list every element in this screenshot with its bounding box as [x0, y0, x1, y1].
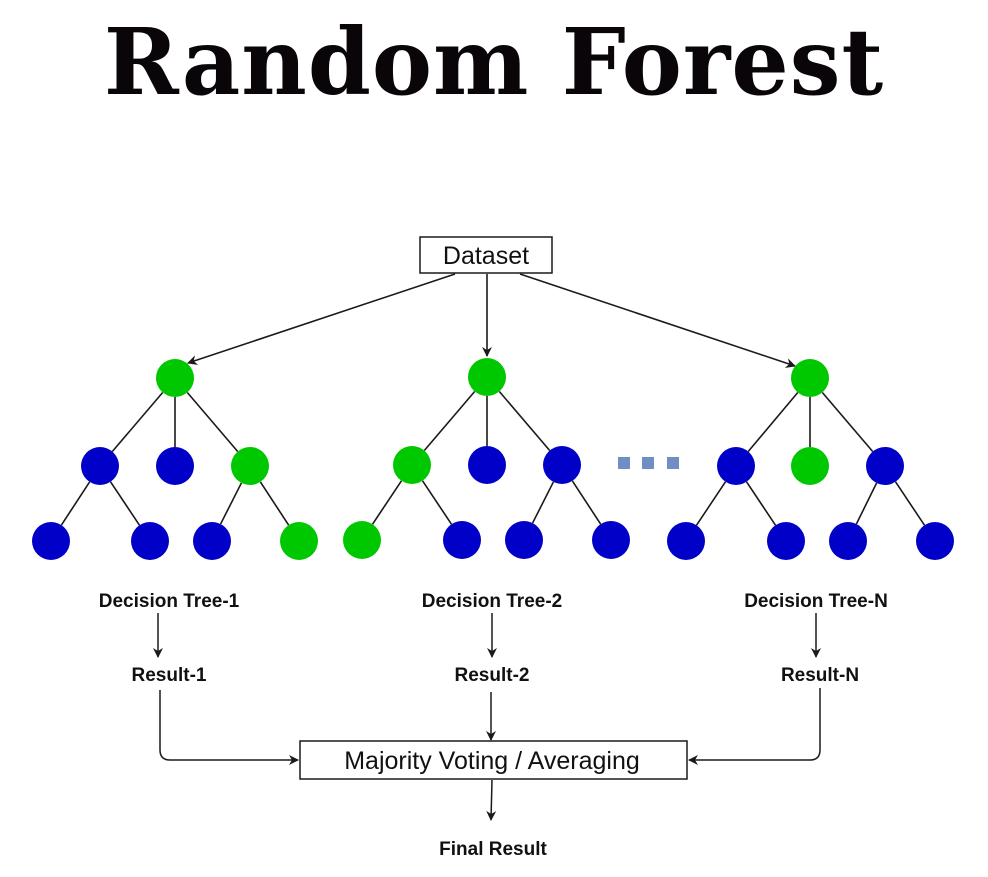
tree-2-leaf-node — [443, 521, 481, 559]
tree-3-edge — [855, 482, 878, 525]
tree-3-edge — [747, 392, 799, 452]
tree-3-leaf-node — [829, 522, 867, 560]
result-1-to-aggregator-arrow — [159, 690, 299, 765]
tree-2-edge — [421, 480, 453, 525]
trees-layer — [32, 358, 954, 560]
aggregator-to-final-arrow — [486, 779, 497, 821]
tree-1-label: Decision Tree-1 — [99, 591, 240, 612]
tree-2-root-node — [468, 358, 506, 396]
tree-3-edge — [695, 481, 727, 526]
tree-2-level2-node — [393, 446, 431, 484]
tree-1-edge — [60, 481, 91, 526]
result-n-to-aggregator-arrow — [688, 688, 821, 765]
tree-2-edge — [531, 481, 555, 524]
tree-1-leaf-node — [193, 522, 231, 560]
result-2-label: Result-2 — [455, 665, 530, 686]
tree-2-edge — [371, 480, 403, 525]
tree-3-leaf-node — [767, 522, 805, 560]
tree-2-leaf-node — [505, 521, 543, 559]
aggregator-box: Majority Voting / Averaging — [299, 740, 688, 780]
aggregator-label: Majority Voting / Averaging — [344, 747, 640, 775]
dataset-to-tree-n-arrow — [519, 273, 796, 368]
tree-n-label: Decision Tree-N — [744, 591, 888, 612]
tree-3-edge — [821, 391, 874, 453]
tree-2-edge — [498, 390, 551, 452]
tree-3-level2-node — [791, 447, 829, 485]
tree-3-leaf-node — [916, 522, 954, 560]
ellipsis-icon — [618, 457, 679, 469]
tree-1-level2-node — [231, 447, 269, 485]
tree-2-edge — [423, 390, 476, 452]
tree-3-edge — [745, 481, 777, 526]
tree-1-level2-node — [156, 447, 194, 485]
tree-3-root-node — [791, 359, 829, 397]
tree-3-edge — [894, 481, 926, 526]
tree-1-edge — [111, 391, 164, 453]
tree-1-edge — [259, 481, 290, 526]
tree-2-level2-node — [468, 446, 506, 484]
final-result-label: Final Result — [439, 839, 547, 860]
tree-1-level2-node — [81, 447, 119, 485]
tree-1-leaf-node — [32, 522, 70, 560]
tree-3-leaf-node — [667, 522, 705, 560]
tree-1-root-node — [156, 359, 194, 397]
tree-2-level2-node — [543, 446, 581, 484]
tree-3-level2-node — [717, 447, 755, 485]
ellipsis-square — [618, 457, 630, 469]
diagram-title: Random Forest — [103, 8, 885, 116]
tree-1-edge — [109, 481, 141, 526]
tree-1-leaf-node — [131, 522, 169, 560]
tree-2-leaf-node — [343, 521, 381, 559]
tree-2-leaf-node — [592, 521, 630, 559]
result-1-label: Result-1 — [132, 665, 207, 686]
tree-3-level2-node — [866, 447, 904, 485]
tree-1-edge — [219, 482, 243, 525]
ellipsis-square — [667, 457, 679, 469]
tree-1-leaf-node — [280, 522, 318, 560]
result-n-label: Result-N — [781, 665, 859, 686]
tree-2-edge — [571, 480, 602, 525]
tree-2-label: Decision Tree-2 — [422, 591, 562, 612]
dataset-label: Dataset — [443, 242, 529, 270]
ellipsis-square — [642, 457, 654, 469]
tree-1-edge — [186, 391, 239, 453]
dataset-box: Dataset — [419, 236, 553, 274]
dataset-to-tree-1-arrow — [187, 273, 456, 365]
